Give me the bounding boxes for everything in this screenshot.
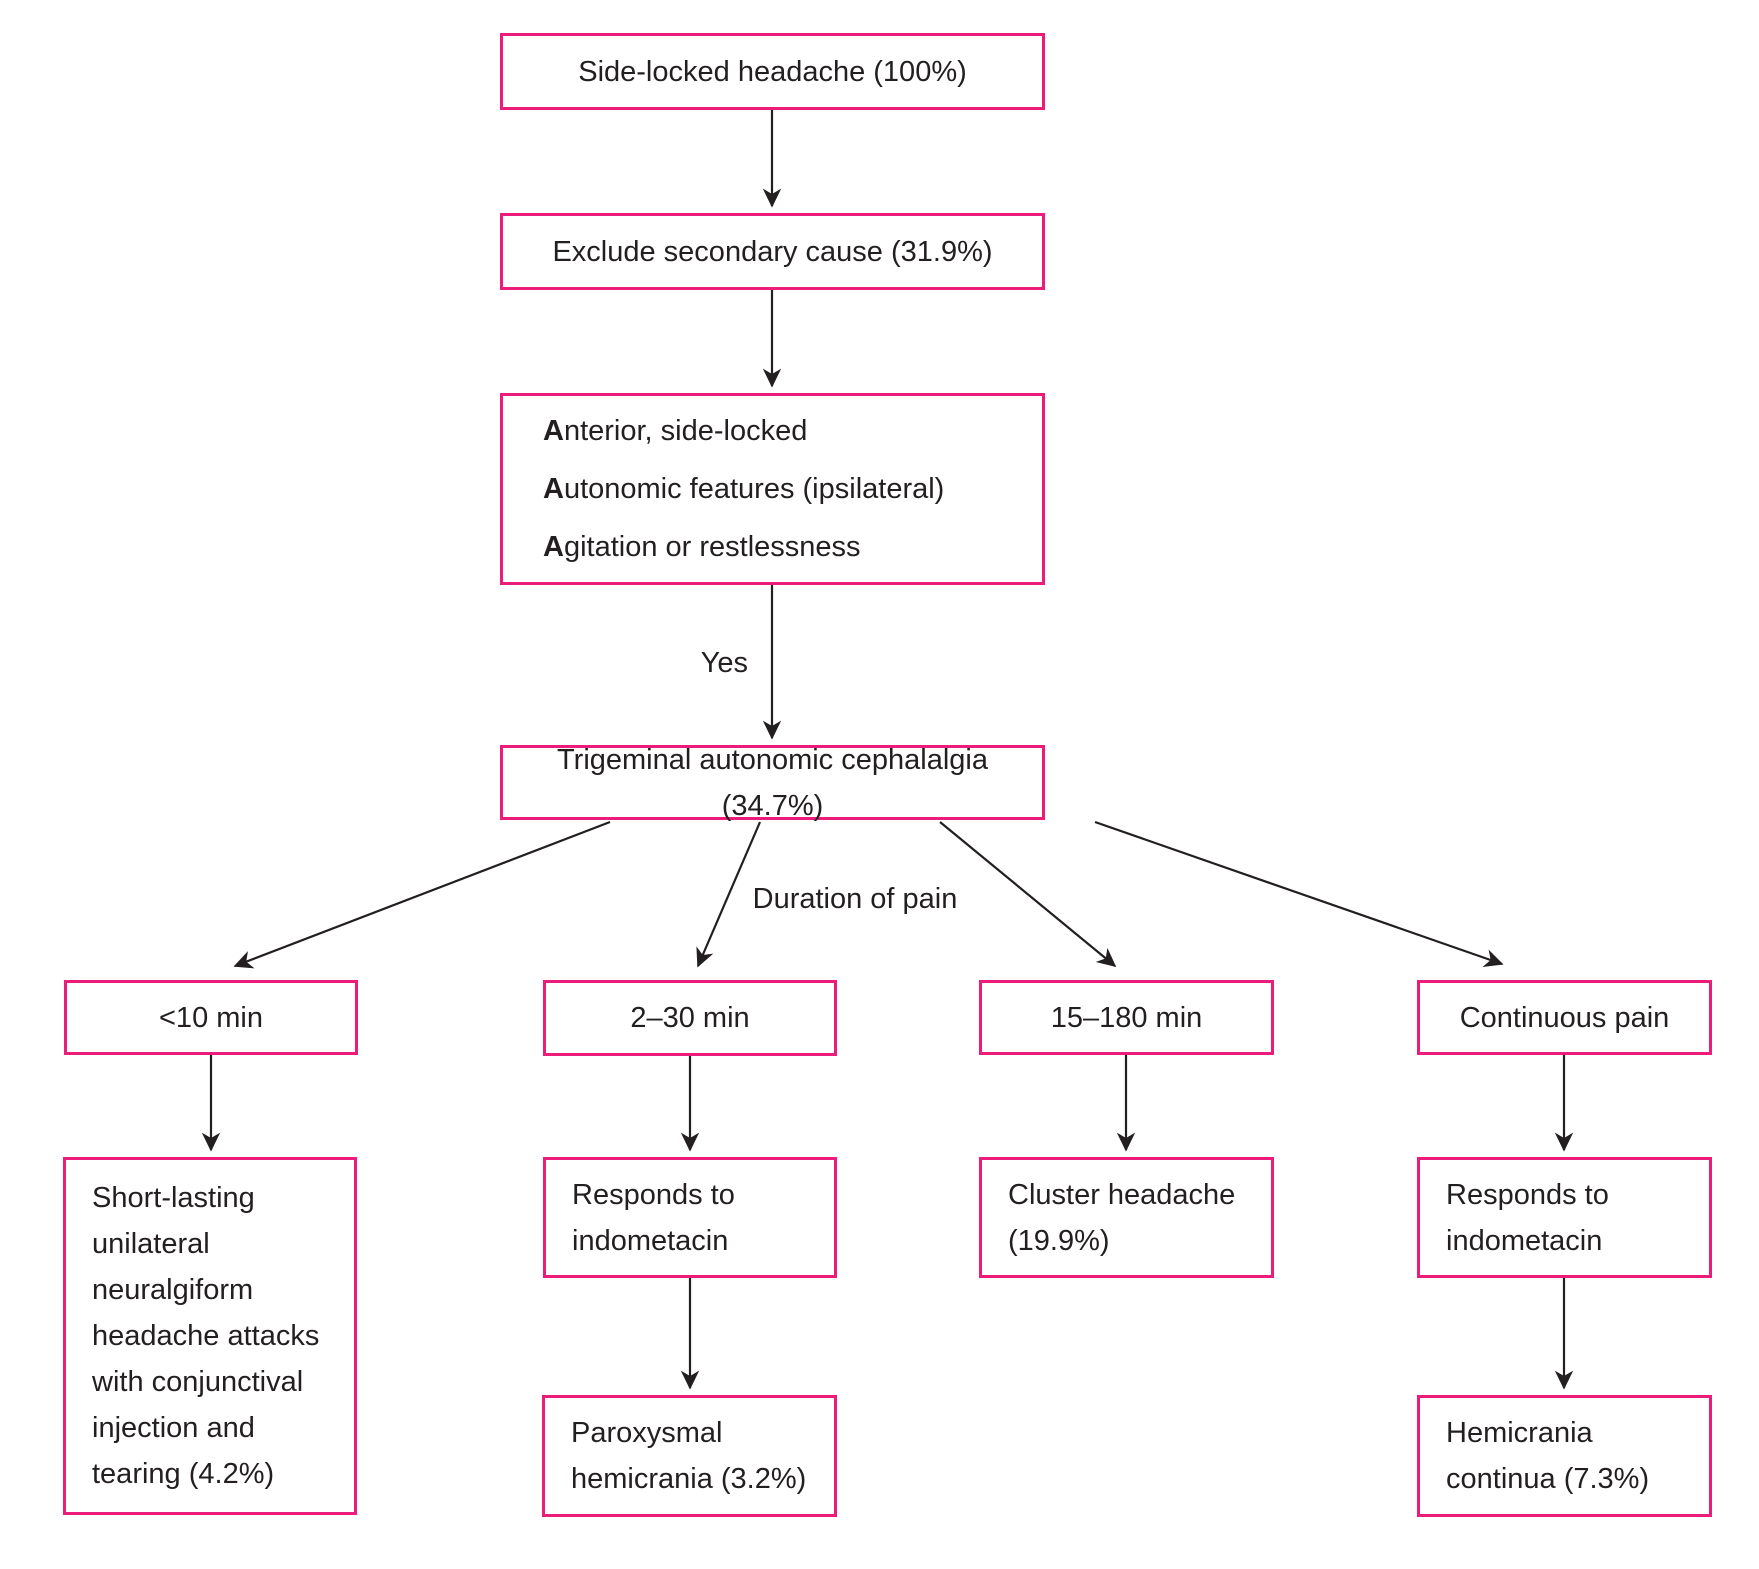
node-responds-indometacin-right: Responds to indometacin (1417, 1157, 1712, 1278)
node-sunct: Short-lasting unilateral neuralgiform he… (63, 1157, 357, 1515)
node-responds-indometacin-left-label: Responds to indometacin (572, 1178, 735, 1257)
node-continuous-pain-label: Continuous pain (1459, 1001, 1670, 1034)
criteria-lead-letter: A (543, 473, 564, 505)
node-hemicrania-continua: Hemicrania continua (7.3%) (1417, 1395, 1712, 1517)
criteria-line-agitation: Agitation or restlessness (543, 518, 861, 576)
node-duration-lt10min-label: <10 min (159, 1001, 263, 1034)
arrow-tac-to-15-180 (939, 821, 1117, 968)
node-paroxysmal-hemicrania: Paroxysmal hemicrania (3.2%) (542, 1395, 837, 1517)
node-sunct-label: Short-lasting unilateral neuralgiform he… (92, 1182, 320, 1490)
node-duration-15-180min: 15–180 min (979, 980, 1274, 1055)
node-aaa-criteria: Anterior, side-locked Autonomic features… (500, 393, 1045, 585)
node-cluster-headache-label: Cluster headache (19.9%) (1008, 1178, 1236, 1257)
node-side-locked-headache: Side-locked headache (100%) (500, 33, 1045, 110)
criteria-line-text: utonomic features (ipsilateral) (563, 473, 945, 505)
node-duration-15-180min-label: 15–180 min (1050, 1001, 1203, 1034)
node-hemicrania-continua-label: Hemicrania continua (7.3%) (1446, 1417, 1650, 1495)
arrow-tac-to-lt10 (233, 820, 611, 969)
node-duration-lt10min: <10 min (64, 980, 358, 1055)
node-exclude-secondary-cause-label: Exclude secondary cause (31.9%) (552, 235, 993, 268)
edge-label-yes: Yes (700, 647, 748, 679)
node-responds-indometacin-right-label: Responds to indometacin (1446, 1178, 1609, 1257)
criteria-lead-letter: A (543, 531, 564, 563)
criteria-lead-letter: A (543, 415, 564, 447)
node-trigeminal-autonomic-cephalalgia: Trigeminal autonomic cephalalgia (34.7%) (500, 744, 1045, 822)
node-tac-label: Trigeminal autonomic cephalalgia (34.7%) (557, 743, 988, 822)
criteria-line-autonomic: Autonomic features (ipsilateral) (543, 460, 944, 518)
node-paroxysmal-hemicrania-label: Paroxysmal hemicrania (3.2%) (571, 1417, 807, 1495)
node-duration-2-30min: 2–30 min (543, 980, 837, 1056)
node-responds-indometacin-left: Responds to indometacin (543, 1157, 837, 1278)
criteria-line-text: gitation or restlessness (563, 531, 861, 563)
arrow-tac-to-continuous (1094, 820, 1504, 967)
criteria-line-anterior: Anterior, side-locked (543, 402, 807, 460)
node-cluster-headache: Cluster headache (19.9%) (979, 1157, 1274, 1278)
node-side-locked-headache-label: Side-locked headache (100%) (578, 55, 967, 88)
arrow-tac-to-2-30 (696, 821, 762, 968)
criteria-line-text: nterior, side-locked (563, 415, 808, 447)
node-continuous-pain: Continuous pain (1417, 980, 1712, 1055)
node-duration-2-30min-label: 2–30 min (630, 1002, 750, 1034)
node-exclude-secondary-cause: Exclude secondary cause (31.9%) (500, 213, 1045, 290)
edge-label-duration-of-pain: Duration of pain (752, 883, 958, 915)
